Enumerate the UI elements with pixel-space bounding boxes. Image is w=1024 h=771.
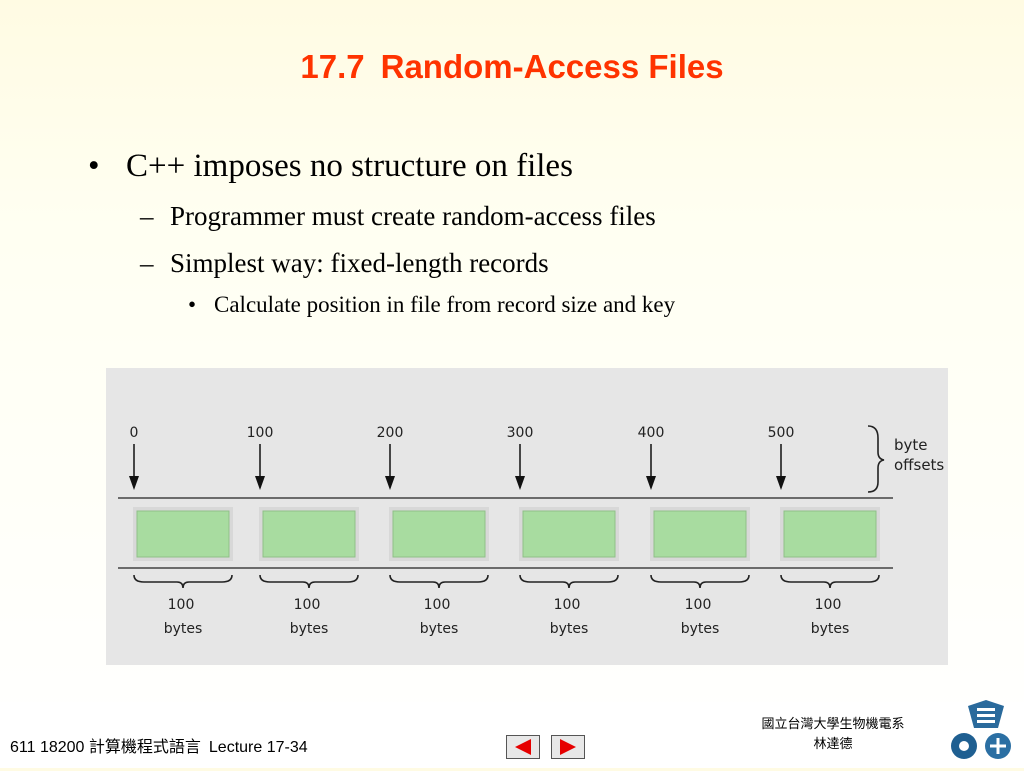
offset-arrow-head xyxy=(776,476,786,490)
bullet-level2-text: Simplest way: fixed-length records xyxy=(170,248,549,278)
offset-arrow-head xyxy=(255,476,265,490)
record-size-value: 100 xyxy=(554,597,581,613)
offsets-caption: byte xyxy=(894,436,928,454)
lecture-number: Lecture 17-34 xyxy=(208,739,308,756)
offset-label: 300 xyxy=(507,425,534,441)
bullet-level2-text: Programmer must create random-access fil… xyxy=(170,201,656,231)
record-size-unit: bytes xyxy=(420,621,459,637)
offset-label: 200 xyxy=(377,425,404,441)
offset-arrow-head xyxy=(515,476,525,490)
gear-logo-icon xyxy=(951,700,1011,759)
record-box xyxy=(262,510,356,558)
record-brace xyxy=(780,574,880,589)
record-size-value: 100 xyxy=(815,597,842,613)
offsets-brace xyxy=(867,425,885,493)
record-size-value: 100 xyxy=(424,597,451,613)
course-code: 611 18200 計算機程式語言 xyxy=(10,739,201,756)
instructor-name: 林達德 xyxy=(813,737,853,752)
record-size-unit: bytes xyxy=(811,621,850,637)
university-logo xyxy=(946,700,1018,771)
record-size-unit: bytes xyxy=(290,621,329,637)
bullet-level3: • Calculate position in file from record … xyxy=(188,292,675,318)
bullet-level3-text: Calculate position in file from record s… xyxy=(214,292,676,317)
record-box xyxy=(653,510,747,558)
previous-slide-button[interactable] xyxy=(506,735,540,759)
record-layout-figure: 0 100 200 300 400 500 byte offsets 100 bytes 100 by… xyxy=(106,368,948,665)
dash-icon: – xyxy=(140,248,154,278)
record-size-value: 100 xyxy=(685,597,712,613)
record-size-unit: bytes xyxy=(681,621,720,637)
record-brace xyxy=(519,574,619,589)
offset-label: 100 xyxy=(247,425,274,441)
bullet-level1-text: C++ imposes no structure on files xyxy=(126,148,573,184)
dash-icon: – xyxy=(140,201,154,231)
bullet-dot-icon: • xyxy=(188,292,197,317)
record-brace xyxy=(389,574,489,589)
course-info: 611 18200 計算機程式語言 Lecture 17-34 xyxy=(10,733,308,757)
record-box xyxy=(783,510,877,558)
department-info: 國立台灣大學生物機電系 林達德 xyxy=(728,715,938,755)
record-box xyxy=(136,510,230,558)
slide-title: 17.7 Random-Access Files xyxy=(0,48,1024,86)
next-slide-button[interactable] xyxy=(551,735,585,759)
triangle-right-icon xyxy=(560,739,576,755)
department-name: 國立台灣大學生物機電系 xyxy=(761,717,905,732)
offset-arrow-head xyxy=(385,476,395,490)
title-number: 17.7 xyxy=(300,48,365,85)
title-text: Random-Access Files xyxy=(380,48,724,85)
offset-label: 0 xyxy=(130,425,139,441)
record-brace xyxy=(650,574,750,589)
record-size-unit: bytes xyxy=(164,621,203,637)
offsets-caption: offsets xyxy=(894,456,944,474)
offset-label: 400 xyxy=(638,425,665,441)
record-box xyxy=(522,510,616,558)
offset-arrow-head xyxy=(646,476,656,490)
offset-arrow-head xyxy=(129,476,139,490)
bullet-level1: • C++ imposes no structure on files xyxy=(88,148,573,185)
offset-label: 500 xyxy=(768,425,795,441)
record-brace xyxy=(133,574,233,589)
bullet-level2-2: –Simplest way: fixed-length records xyxy=(140,248,549,279)
record-size-value: 100 xyxy=(294,597,321,613)
record-size-value: 100 xyxy=(168,597,195,613)
triangle-left-icon xyxy=(515,739,531,755)
bullet-dot-icon: • xyxy=(88,148,100,184)
record-size-unit: bytes xyxy=(550,621,589,637)
record-box xyxy=(392,510,486,558)
bullet-level2-1: –Programmer must create random-access fi… xyxy=(140,201,656,232)
record-brace xyxy=(259,574,359,589)
